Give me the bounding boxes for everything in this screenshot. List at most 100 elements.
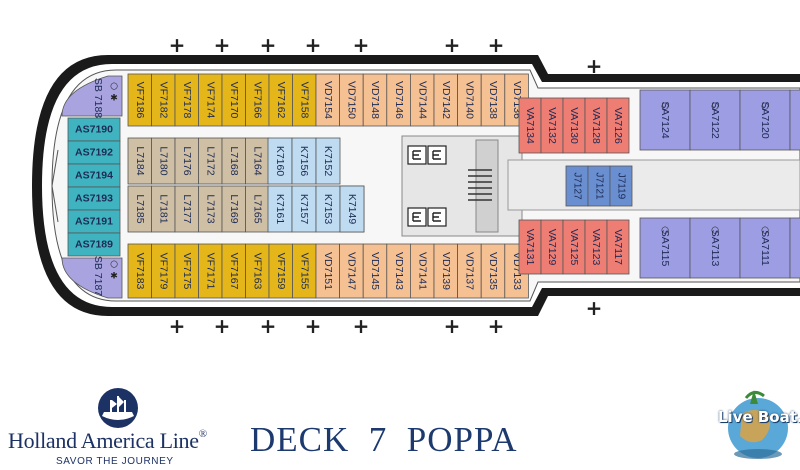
cabin-vd7151: VD7151 <box>315 243 341 299</box>
cabin-box <box>639 217 691 279</box>
cabin-as7194: AS7194 <box>67 163 121 188</box>
cabin-vd7138: VD7138 <box>480 73 506 127</box>
cabin-sa7122: SA7122 <box>689 89 741 151</box>
cabin-vf7175: VF7175 <box>174 243 199 299</box>
plus-marker-icon: + <box>213 33 231 57</box>
cabin-box <box>315 185 341 233</box>
cabin-j7121: J7121 <box>587 165 611 207</box>
cabin-label: SB 7188 <box>92 78 104 118</box>
cabin-label: AS7191 <box>75 215 113 227</box>
cabin-va7126: VA7126 <box>606 97 630 154</box>
cabin-vf7183: VF7183 <box>127 243 152 299</box>
stair-well <box>475 139 499 233</box>
cabin-va7130: VA7130 <box>562 97 586 154</box>
cabin-label: SA7113 <box>709 230 721 267</box>
plus-marker-icon: + <box>259 314 277 338</box>
cabin-box <box>606 219 630 275</box>
cabin-as7189: AS7189 <box>67 232 121 257</box>
cabin-label: VA7117 <box>612 229 624 265</box>
cabin-label: VA7123 <box>590 229 602 266</box>
cabin-vd7137: VD7137 <box>457 243 482 299</box>
cabin-label: L7164 <box>251 146 263 175</box>
cabin-vd7145: VD7145 <box>362 243 388 299</box>
cabin-label: VF7178 <box>181 82 193 119</box>
cabin-vd7139: VD7139 <box>433 243 459 299</box>
globe-icon <box>728 390 788 459</box>
cabin-label: VF7186 <box>134 82 146 119</box>
cabin-vf7155: VF7155 <box>292 243 317 299</box>
cabin-box <box>267 137 293 185</box>
circle-marker-icon: ○ <box>711 102 719 112</box>
cabin-l7185: L7185 <box>127 185 152 233</box>
cabin-label: K7149 <box>346 194 358 225</box>
plus-marker-icon: + <box>352 33 370 57</box>
cabin-label: L7165 <box>251 194 263 223</box>
plus-marker-icon: + <box>259 33 277 57</box>
stern-rail <box>51 149 59 223</box>
cabin-label: VD7147 <box>346 252 358 290</box>
plus-marker-icon: + <box>585 54 603 78</box>
cabin-label: L7168 <box>228 146 240 175</box>
cabin-vd7140: VD7140 <box>457 73 482 127</box>
star-marker-icon: ✱ <box>110 94 118 104</box>
cabin-va7123: VA7123 <box>584 219 608 275</box>
cabin-label: L7169 <box>228 194 240 223</box>
cabin-k7152: K7152 <box>315 137 341 185</box>
cabin-label: J7127 <box>571 172 582 200</box>
cabin-l7164: L7164 <box>245 137 270 185</box>
cabin-label: VA7132 <box>546 107 558 144</box>
cabin-l7168: L7168 <box>221 137 246 185</box>
cabin-label: VD7144 <box>416 81 428 119</box>
cabin-box <box>689 89 741 151</box>
cabin-vd7144: VD7144 <box>409 73 435 127</box>
cabin-label: L7176 <box>181 146 193 175</box>
cabin-label: AS7193 <box>75 192 113 204</box>
cabin-label: VA7131 <box>524 229 536 266</box>
cabin-box <box>61 75 123 117</box>
marker-layer: ○✱○✱○○○○○○ <box>110 82 769 282</box>
cabin-label: SB 7187 <box>92 256 104 296</box>
cabin-k7160: K7160 <box>267 137 293 185</box>
suite-sb-bottom: SB 7187 <box>61 256 123 299</box>
cabin-vd7146: VD7146 <box>386 73 411 127</box>
cabin-label: L7172 <box>204 146 216 175</box>
cabin-as7192: AS7192 <box>67 140 121 165</box>
cabin-label: L7181 <box>157 194 169 223</box>
cabin-sa7113: SA7113 <box>689 217 741 279</box>
cabin-label: VF7167 <box>228 253 240 290</box>
cabin-label: J7119 <box>615 173 626 200</box>
suite-sb-top: SB 7188 <box>61 75 123 118</box>
cabin-label: K7156 <box>298 146 310 177</box>
cabin-label: VA7128 <box>590 107 602 144</box>
cabin-label: L7185 <box>134 194 146 223</box>
cabin-vf7170: VF7170 <box>221 73 246 127</box>
cabin-label: AS7194 <box>75 169 113 181</box>
cabin-vd7141: VD7141 <box>409 243 435 299</box>
cabin-label: L7177 <box>181 194 193 223</box>
circle-marker-icon: ○ <box>761 102 769 112</box>
cabin-vf7179: VF7179 <box>151 243 176 299</box>
cabin-label: VD7140 <box>464 81 476 119</box>
plus-marker-icon: + <box>443 33 461 57</box>
cabin-vf7163: VF7163 <box>245 243 270 299</box>
cabin-vd7147: VD7147 <box>339 243 364 299</box>
cabin-label: K7161 <box>274 194 286 225</box>
cabin-sa7115: SA7115 <box>639 217 691 279</box>
plus-marker-icon: + <box>487 33 505 57</box>
circle-marker-icon: ○ <box>711 226 719 236</box>
cabin-va7134: VA7134 <box>518 97 542 154</box>
cabin-sa7109: SA7109 <box>789 217 800 279</box>
cabin-vf7178: VF7178 <box>174 73 199 127</box>
cabin-l7184: L7184 <box>127 137 152 185</box>
plus-marker-icon: + <box>487 314 505 338</box>
cabin-as7193: AS7193 <box>67 186 121 211</box>
cabin-j7127: J7127 <box>565 165 589 207</box>
cabin-vf7159: VF7159 <box>268 243 293 299</box>
cabin-label: VA7134 <box>524 107 536 144</box>
cabin-box <box>339 185 365 233</box>
cabin-label: VA7129 <box>546 229 558 266</box>
cabin-va7131: VA7131 <box>518 219 542 275</box>
cabin-label: VF7163 <box>251 253 263 290</box>
hal-registered-mark: ® <box>198 428 207 440</box>
